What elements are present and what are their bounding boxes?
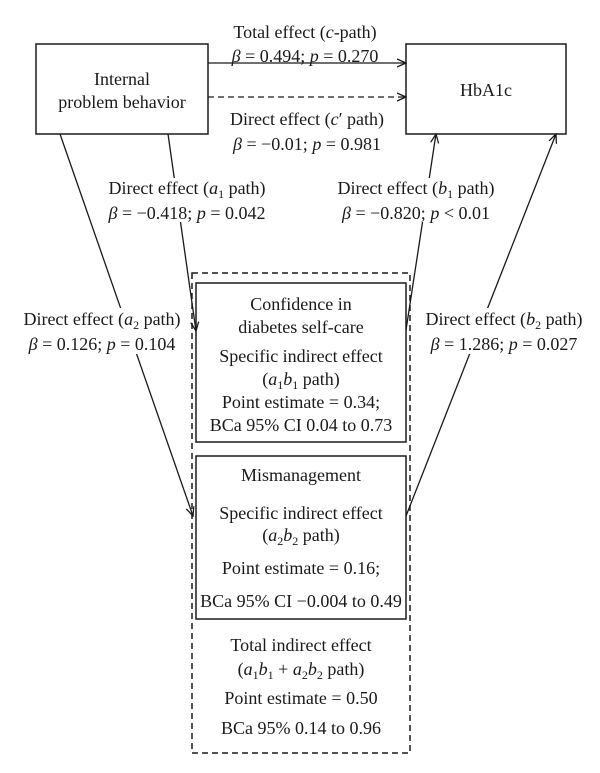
total-indirect-estimate: Point estimate = 0.50 [224,688,377,708]
mediator1-box [195,282,407,443]
b2-label-group: Direct effect (b2 path) β = 1.286; p = 0… [412,308,594,354]
a1-label: Direct effect (a1 path) [108,178,265,201]
a2-label: Direct effect (a2 path) [23,309,180,332]
b1-path-arrow [405,134,436,331]
a1-label-group: Direct effect (a1 path) β = −0.418; p = … [98,178,276,223]
b2-label: Direct effect (b2 path) [425,309,582,332]
b1-label: Direct effect (b1 path) [337,178,494,201]
total-effect-stats: β = 0.494; p = 0.270 [231,46,379,66]
total-indirect-title: Total indirect effect [230,635,371,655]
outcome-box [405,43,567,135]
a2-label-group: Direct effect (a2 path) β = 0.126; p = 0… [14,308,190,354]
a1-stats: β = −0.418; p = 0.042 [108,203,266,223]
total-indirect-path: (a1b1 + a2b2 path) [238,659,365,682]
predictor-label-line2: problem behavior [58,92,185,112]
a1-path-arrow [167,133,196,331]
indirect2-title: Specific indirect effect [219,503,383,523]
indirect1-ci: BCa 95% CI 0.04 to 0.73 [210,415,393,435]
b1-stats: β = −0.820; p < 0.01 [341,203,490,223]
mediator1-label-line1: Confidence in [250,294,351,314]
predictor-box [35,43,209,135]
b2-stats: β = 1.286; p = 0.027 [430,334,578,354]
a2-stats: β = 0.126; p = 0.104 [28,334,176,354]
indirect1-title: Specific indirect effect [219,346,383,366]
total-effect-label: Total effect (c-path) [233,22,376,43]
direct-effect-stats: β = −0.01; p = 0.981 [232,134,381,154]
mediator2-label: Mismanagement [241,465,361,485]
direct-effect-label: Direct effect (c′ path) [230,109,384,130]
b1-label-group: Direct effect (b1 path) β = −0.820; p < … [326,178,510,223]
indirect2-path: (a2b2 path) [262,525,339,548]
mediator2-box [195,455,407,620]
total-indirect-ci: BCa 95% 0.14 to 0.96 [221,718,381,738]
indirect1-estimate: Point estimate = 0.34; [222,392,380,412]
outcome-label: HbA1c [460,80,512,100]
indirect1-path: (a1b1 path) [262,369,339,392]
indirect2-estimate: Point estimate = 0.16; [222,558,380,578]
predictor-label-line1: Internal [94,69,150,89]
mediator1-label-line2: diabetes self-care [238,317,363,337]
indirect2-ci: BCa 95% CI −0.004 to 0.49 [200,591,402,611]
